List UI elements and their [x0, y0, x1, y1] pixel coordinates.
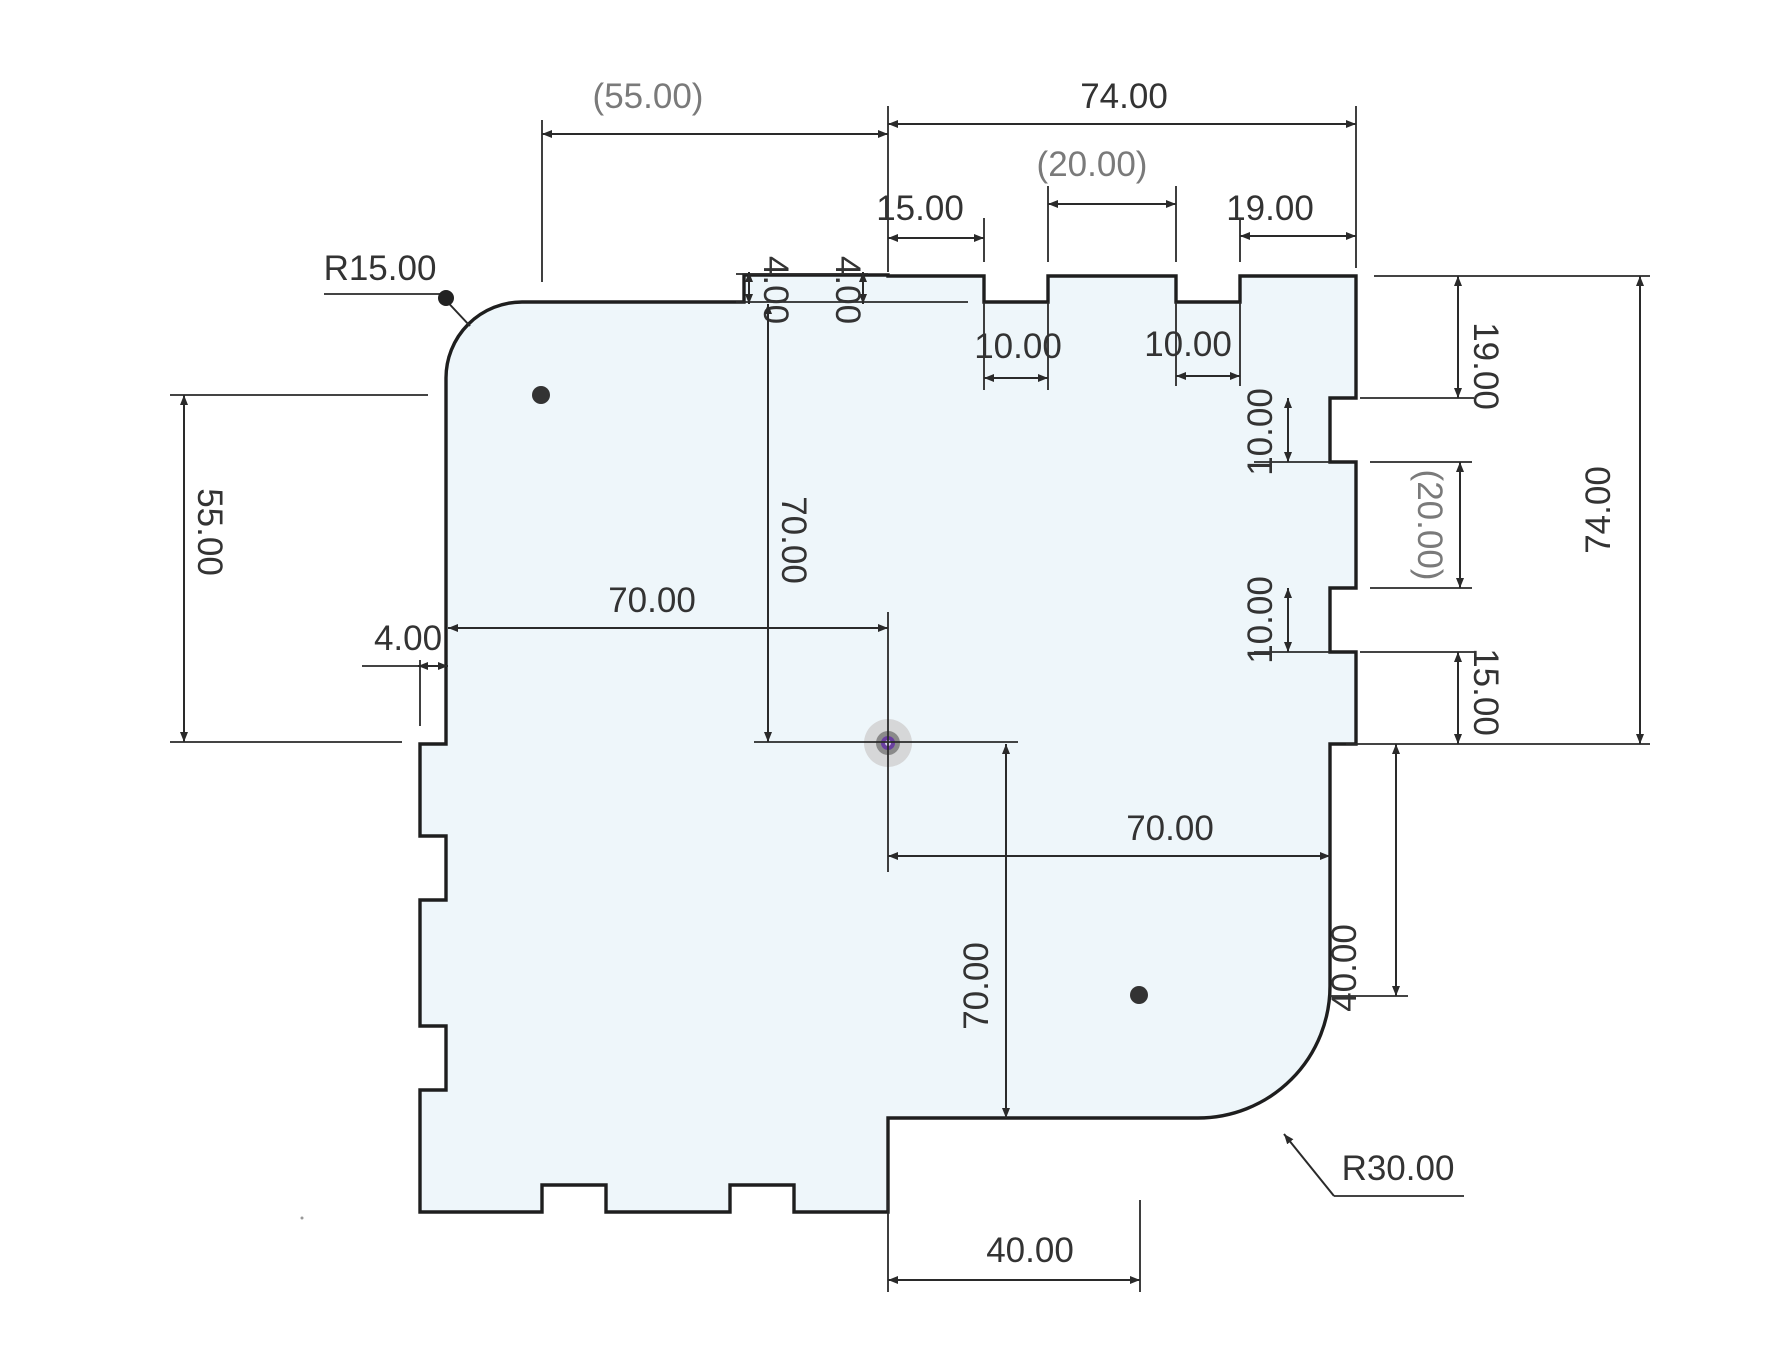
dim-top-slot-width-a-label: 10.00	[974, 327, 1062, 366]
dim-origin-to-top-label: 70.00	[774, 496, 813, 584]
dim-origin-to-bottom[interactable]: 70.00	[957, 744, 1010, 1118]
sketch-point[interactable]	[1130, 986, 1148, 1004]
dim-origin-to-left[interactable]: 70.00	[448, 581, 889, 872]
dim-right-lower-label: 40.00	[1325, 924, 1364, 1012]
stray-point	[300, 1216, 304, 1220]
dim-origin-to-left-label: 70.00	[608, 581, 696, 620]
dim-left-depth[interactable]: 4.00	[362, 619, 448, 726]
dim-right-slot-reference-label: (20.00)	[1410, 470, 1449, 581]
dim-corner-radius-small-label: R15.00	[324, 249, 437, 288]
dim-right-tab-bottom-label: 15.00	[1466, 648, 1505, 736]
dim-origin-to-top[interactable]: 70.00	[754, 304, 1018, 743]
dim-top-left-reference[interactable]: (55.00)	[541, 77, 889, 282]
dim-right-tab-bottom[interactable]: 15.00	[1360, 648, 1505, 744]
dim-top-slot-reference-label: (20.00)	[1037, 145, 1148, 184]
dim-corner-radius-large-label: R30.00	[1342, 1149, 1455, 1188]
dim-top-slot-width-b-label: 10.00	[1144, 325, 1232, 364]
dim-origin-to-right[interactable]: 70.00	[888, 809, 1330, 860]
dim-top-left-reference-label: (55.00)	[593, 77, 704, 116]
dim-right-overall-label: 74.00	[1579, 466, 1618, 554]
dim-origin-to-right-label: 70.00	[1126, 809, 1214, 848]
dim-top-overall-label: 74.00	[1080, 77, 1168, 116]
dim-top-depth[interactable]: 4.00 4.00	[736, 256, 968, 324]
dim-top-depth-a-label: 4.00	[756, 256, 795, 324]
dim-top-slot-width-b[interactable]: 10.00	[1144, 302, 1241, 386]
dim-top-slot-reference[interactable]: (20.00)	[1037, 145, 1177, 262]
sketch-point[interactable]	[532, 386, 550, 404]
dim-top-depth-b-label: 4.00	[828, 256, 867, 324]
dim-left-depth-label: 4.00	[374, 619, 442, 658]
dim-top-tab-left-label: 15.00	[876, 189, 964, 228]
dim-right-slot-a-label: 10.00	[1241, 388, 1280, 476]
dim-right-tab-top[interactable]: 19.00	[1360, 275, 1650, 410]
dim-right-tab-top-label: 19.00	[1466, 322, 1505, 410]
dim-top-tab-right-label: 19.00	[1226, 189, 1314, 228]
dim-top-overall[interactable]: 74.00	[888, 77, 1357, 268]
dim-origin-to-bottom-label: 70.00	[957, 942, 996, 1030]
dim-right-lower[interactable]: 40.00	[1325, 744, 1408, 1012]
dim-top-slot-width-a[interactable]: 10.00	[974, 302, 1062, 390]
dim-left-height-label: 55.00	[190, 488, 229, 576]
dim-top-tab-left[interactable]: 15.00	[876, 189, 985, 262]
dim-right-slot-a[interactable]: 10.00	[1241, 388, 1330, 476]
dim-corner-radius-small[interactable]: R15.00	[324, 249, 471, 327]
dim-corner-radius-large[interactable]: R30.00	[1283, 1133, 1464, 1197]
dim-right-slot-b-label: 10.00	[1241, 576, 1280, 664]
dim-right-slot-b[interactable]: 10.00	[1241, 576, 1330, 664]
dim-top-tab-right[interactable]: 19.00	[1226, 189, 1356, 262]
dim-right-slot-reference[interactable]: (20.00)	[1370, 461, 1472, 589]
dim-bottom-lower[interactable]: 40.00	[887, 1200, 1141, 1292]
dim-bottom-lower-label: 40.00	[986, 1231, 1074, 1270]
dim-left-height[interactable]: 55.00	[170, 394, 428, 743]
